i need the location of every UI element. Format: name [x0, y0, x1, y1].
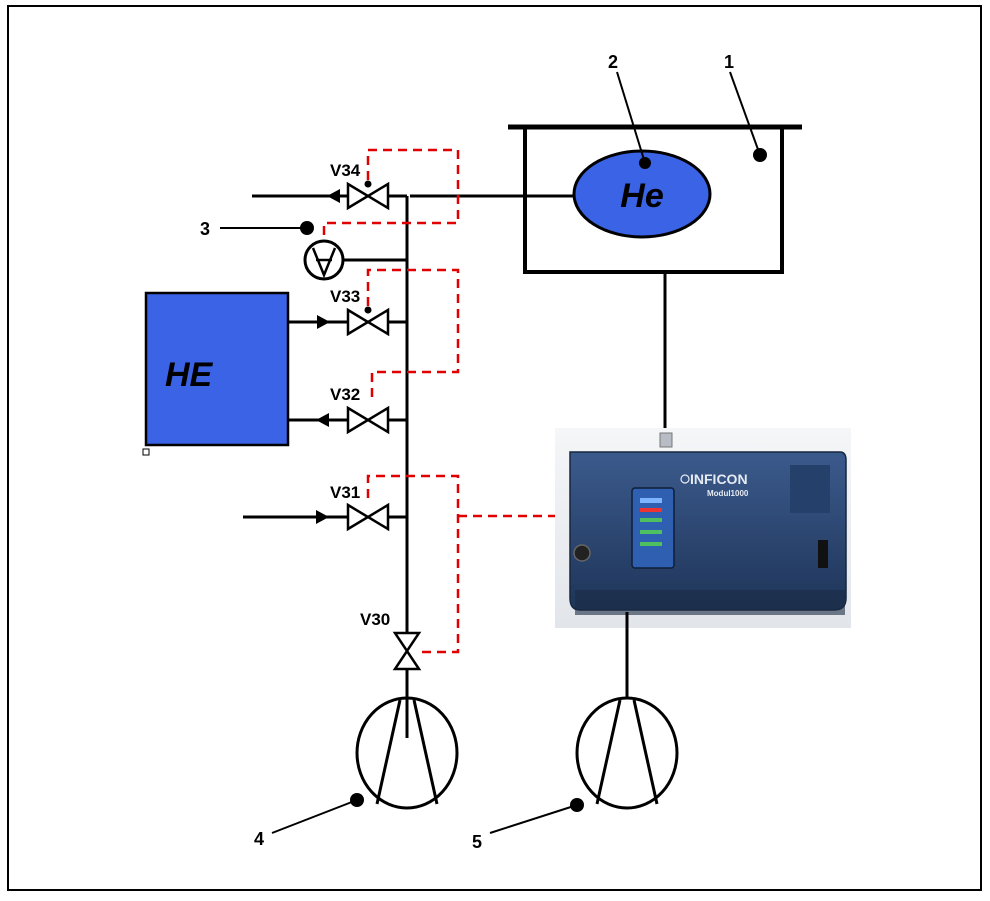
- flow-arrow-left: [327, 189, 340, 203]
- device-inlet-flange: [659, 432, 673, 448]
- valve-v31: [346, 502, 371, 532]
- callout-5-label: 5: [472, 832, 482, 852]
- callout-4-label: 4: [254, 829, 264, 849]
- valve-v33: [346, 307, 371, 337]
- leak-detector-device: INFICON Modul1000: [555, 428, 851, 628]
- helium-source: HE: [142, 291, 290, 456]
- flow-arrow-right: [317, 315, 330, 329]
- valve-v33-label: V33: [330, 287, 360, 306]
- flow-arrow-right: [316, 510, 329, 524]
- vacuum-chamber: 1: [508, 52, 802, 274]
- valve-v31-row: V31: [243, 483, 407, 532]
- valve-v30-label: V30: [360, 610, 390, 629]
- vacuum-pump-5: 5: [472, 696, 679, 852]
- helium-source-box: [144, 291, 290, 447]
- device-knob: [573, 544, 591, 562]
- callout-2-label: 2: [608, 52, 618, 72]
- helium-test-object: He 2: [410, 52, 712, 239]
- device-model: Modul1000: [707, 489, 749, 498]
- helium-vessel-label: He: [620, 177, 663, 215]
- valve-v32-row: V32: [288, 385, 407, 435]
- valve-v34-row: V34: [252, 161, 407, 211]
- flow-arrow-left: [316, 413, 329, 427]
- valve-v31-label: V31: [330, 483, 360, 502]
- callout-3-label: 3: [200, 219, 210, 239]
- callout-1-label: 1: [724, 52, 734, 72]
- outer-border: [7, 5, 982, 891]
- pressure-gauge: 3: [200, 219, 407, 281]
- valve-v34-label: V34: [330, 161, 361, 180]
- device-vent-grille: [790, 465, 830, 513]
- valve-v34: [346, 181, 371, 211]
- inficon-logo-icon: [680, 474, 690, 484]
- device-brand: INFICON: [690, 471, 748, 487]
- device-power-switch: [818, 540, 828, 568]
- pump-5-icon: [575, 696, 679, 810]
- valve-v30: [392, 631, 422, 654]
- helium-source-label: HE: [165, 356, 214, 394]
- valve-v32-label: V32: [330, 385, 360, 404]
- vacuum-pump-4: 4: [254, 696, 459, 849]
- valve-v33-row: V33: [288, 287, 407, 337]
- valve-v32: [346, 405, 371, 435]
